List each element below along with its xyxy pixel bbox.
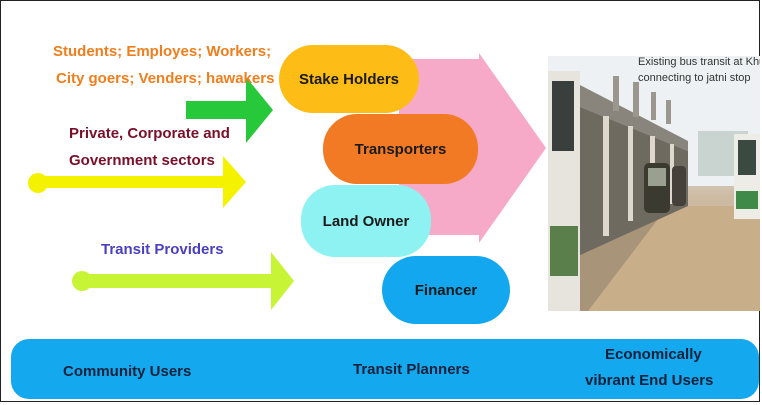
pill-transporters: Transporters bbox=[323, 114, 478, 184]
photo-scene bbox=[548, 56, 760, 311]
group-label-5: Transit Providers bbox=[101, 241, 224, 258]
bottom-label-community-users: Community Users bbox=[63, 363, 192, 380]
group-label-2: City goers; Venders; hawakers bbox=[56, 70, 275, 87]
photo-caption-line-2: connecting to jatni stop bbox=[638, 72, 751, 84]
bottom-bar bbox=[11, 339, 759, 399]
photo-caption-line-1: Existing bus transit at Khurdha bbox=[638, 56, 760, 68]
pill-stake-holders: Stake Holders bbox=[279, 45, 419, 113]
bus-transit-photo: Existing bus transit at Khurdha connecti… bbox=[548, 56, 760, 311]
yellow-arrow bbox=[38, 156, 246, 208]
pill-financer: Financer bbox=[382, 256, 510, 324]
lime-arrow bbox=[82, 252, 294, 310]
group-label-4: Government sectors bbox=[69, 152, 215, 169]
bottom-label-transit-planners: Transit Planners bbox=[353, 361, 470, 378]
bottom-label-end-users-line-1: Economically bbox=[605, 346, 702, 363]
green-arrow bbox=[186, 77, 273, 143]
group-label-1: Students; Employes; Workers; bbox=[53, 43, 272, 60]
group-label-3: Private, Corporate and bbox=[69, 125, 230, 142]
bottom-label-end-users-line-2: vibrant End Users bbox=[585, 372, 714, 389]
pill-land-owner: Land Owner bbox=[301, 185, 431, 257]
